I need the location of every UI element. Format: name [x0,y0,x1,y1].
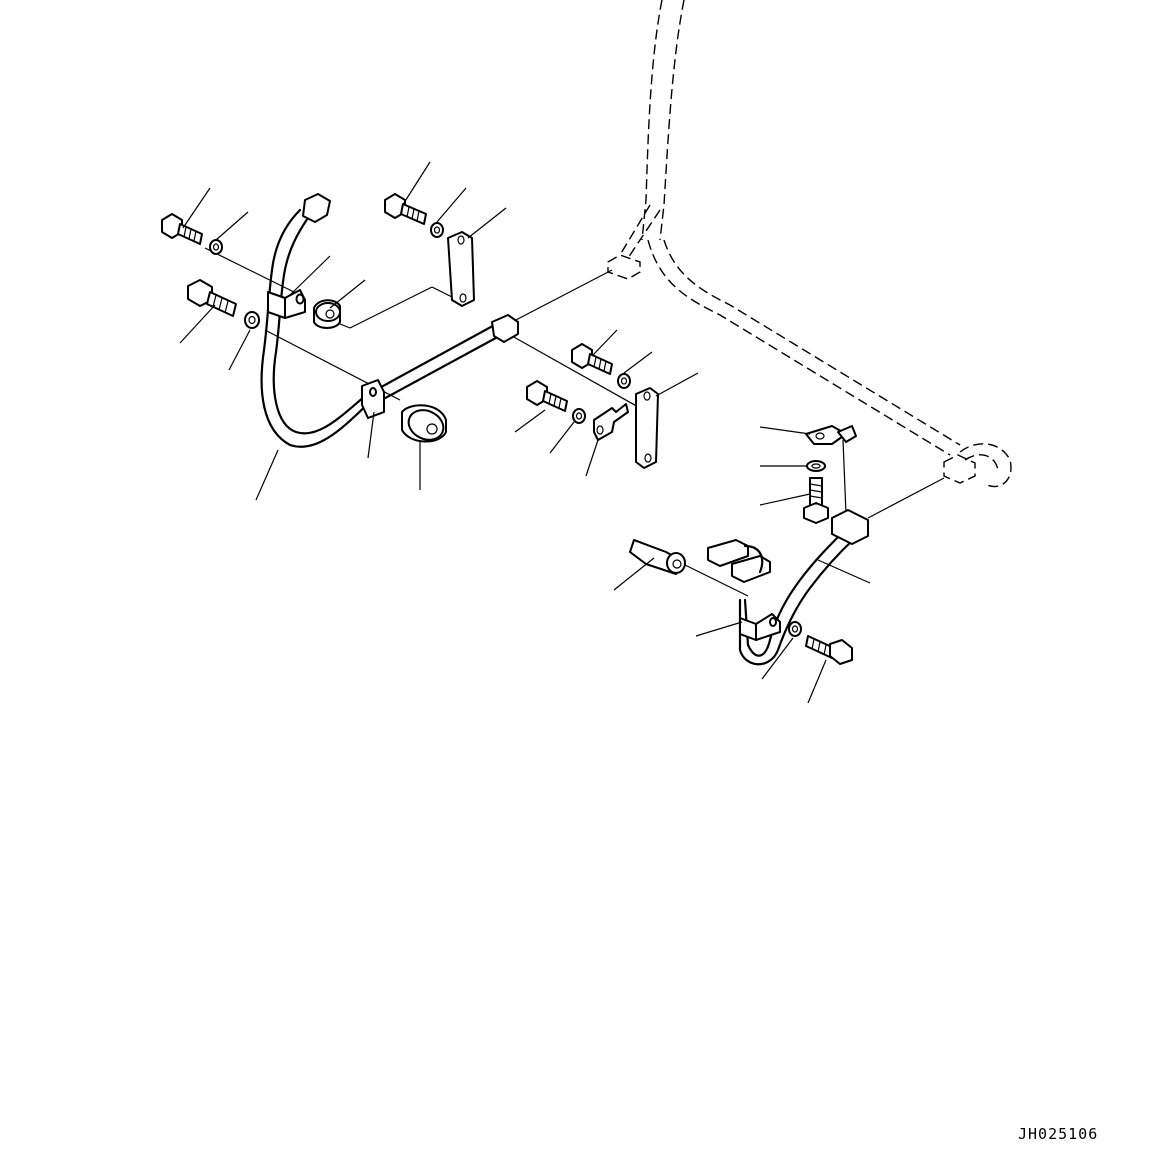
phantom-connector-right [943,454,976,484]
washer-right [806,460,826,472]
right-harness [707,509,869,666]
washer-center-lower [572,408,586,424]
washer-upper-center [430,222,444,238]
clip-right [805,425,857,445]
washer-mid-left [244,311,260,329]
center-harness [361,314,519,419]
clip-center [593,403,629,441]
washer-upper-left [209,239,223,255]
left-harness [260,193,372,448]
leader-lines [179,161,871,704]
phantom-connector-upper [607,254,641,280]
bolt-upper-center [384,193,427,225]
bolt-upper-left [161,213,203,245]
washer-center [617,373,631,389]
guide-lines [204,247,945,597]
drawing-code: JH025106 [1018,1125,1099,1143]
bolt-center-lower [526,380,568,412]
bolt-mid-left [187,279,237,317]
bolt-lower-right [805,635,853,665]
spacer-small [313,299,341,329]
strap-center [635,387,659,469]
washer-lower-right [788,621,802,637]
main-harness-phantom [619,0,1012,488]
bolt-right-vertical [803,477,829,524]
bolt-center [571,343,613,375]
sleeve-right [629,539,686,575]
strap-upper [447,231,475,307]
spacer-large [401,404,447,443]
